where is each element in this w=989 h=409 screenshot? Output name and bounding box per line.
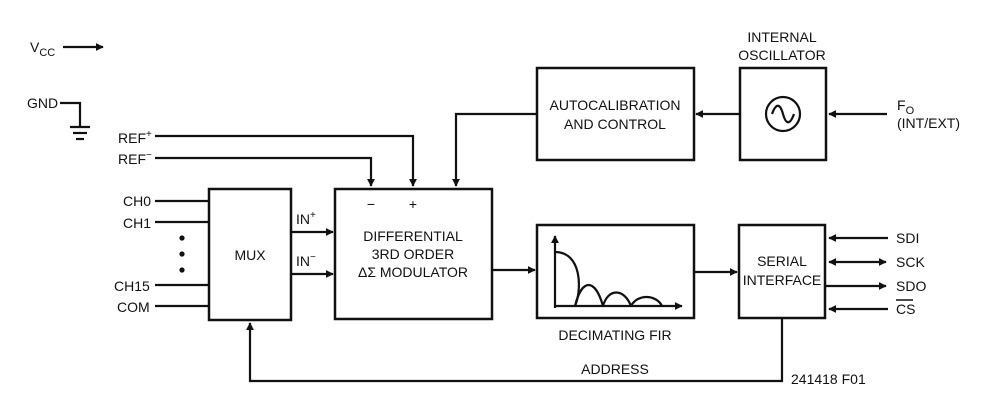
autocal-line2: AND CONTROL bbox=[564, 116, 666, 132]
mux-label: MUX bbox=[234, 247, 266, 263]
autocal-block bbox=[535, 66, 696, 162]
fir-block bbox=[535, 223, 696, 320]
sck-label: SCK bbox=[896, 254, 925, 270]
mod-minus-label: − bbox=[367, 196, 375, 212]
serial-line1: SERIAL bbox=[757, 253, 807, 269]
modulator-line2: 3RD ORDER bbox=[372, 246, 454, 262]
fir-label: DECIMATING FIR bbox=[558, 327, 671, 343]
sdi-label: SDI bbox=[896, 230, 919, 246]
ch1-label: CH1 bbox=[123, 215, 151, 231]
serial-line2: INTERFACE bbox=[743, 272, 822, 288]
osc-title2: OSCILLATOR bbox=[738, 47, 825, 63]
ref-plus-line bbox=[155, 134, 417, 187]
svg-text:VCC: VCC bbox=[30, 39, 55, 59]
fo-label: FO bbox=[897, 97, 915, 117]
address-label: ADDRESS bbox=[581, 361, 649, 377]
modulator-block bbox=[333, 187, 494, 321]
figure-id: 241418 F01 bbox=[791, 371, 866, 387]
in-plus-label: IN+ bbox=[296, 210, 316, 227]
ch0-label: CH0 bbox=[123, 193, 151, 209]
sdo-label: SDO bbox=[896, 278, 926, 294]
ch15-label: CH15 bbox=[114, 278, 150, 294]
osc-title1: INTERNAL bbox=[747, 29, 816, 45]
address-line bbox=[246, 318, 784, 383]
channel-lines bbox=[155, 199, 209, 308]
svg-text:CS: CS bbox=[896, 301, 915, 317]
modulator-line3: ΔΣ MODULATOR bbox=[358, 264, 468, 280]
autocal-line1: AUTOCALIBRATION bbox=[550, 97, 681, 113]
in-minus-label: IN− bbox=[296, 252, 316, 269]
com-label: COM bbox=[117, 299, 150, 315]
channel-ellipsis bbox=[179, 235, 185, 273]
ref-plus-label: REF+ bbox=[118, 129, 152, 146]
ref-minus-label: REF− bbox=[118, 150, 152, 167]
mod-plus-label: + bbox=[409, 196, 417, 212]
fo-mode-label: (INT/EXT) bbox=[897, 115, 960, 131]
sine-wave-icon bbox=[764, 95, 802, 133]
mux-block bbox=[207, 187, 293, 322]
fir-response-icon bbox=[551, 235, 683, 310]
vcc-label: VCC bbox=[30, 39, 55, 59]
modulator-line1: DIFFERENTIAL bbox=[363, 228, 463, 244]
autocal-to-mod-line bbox=[452, 112, 537, 187]
serial-block bbox=[737, 223, 827, 320]
gnd-label: GND bbox=[27, 95, 58, 111]
cs-label: CS bbox=[896, 299, 915, 317]
ground-icon bbox=[60, 101, 90, 141]
ref-minus-line bbox=[155, 156, 375, 187]
